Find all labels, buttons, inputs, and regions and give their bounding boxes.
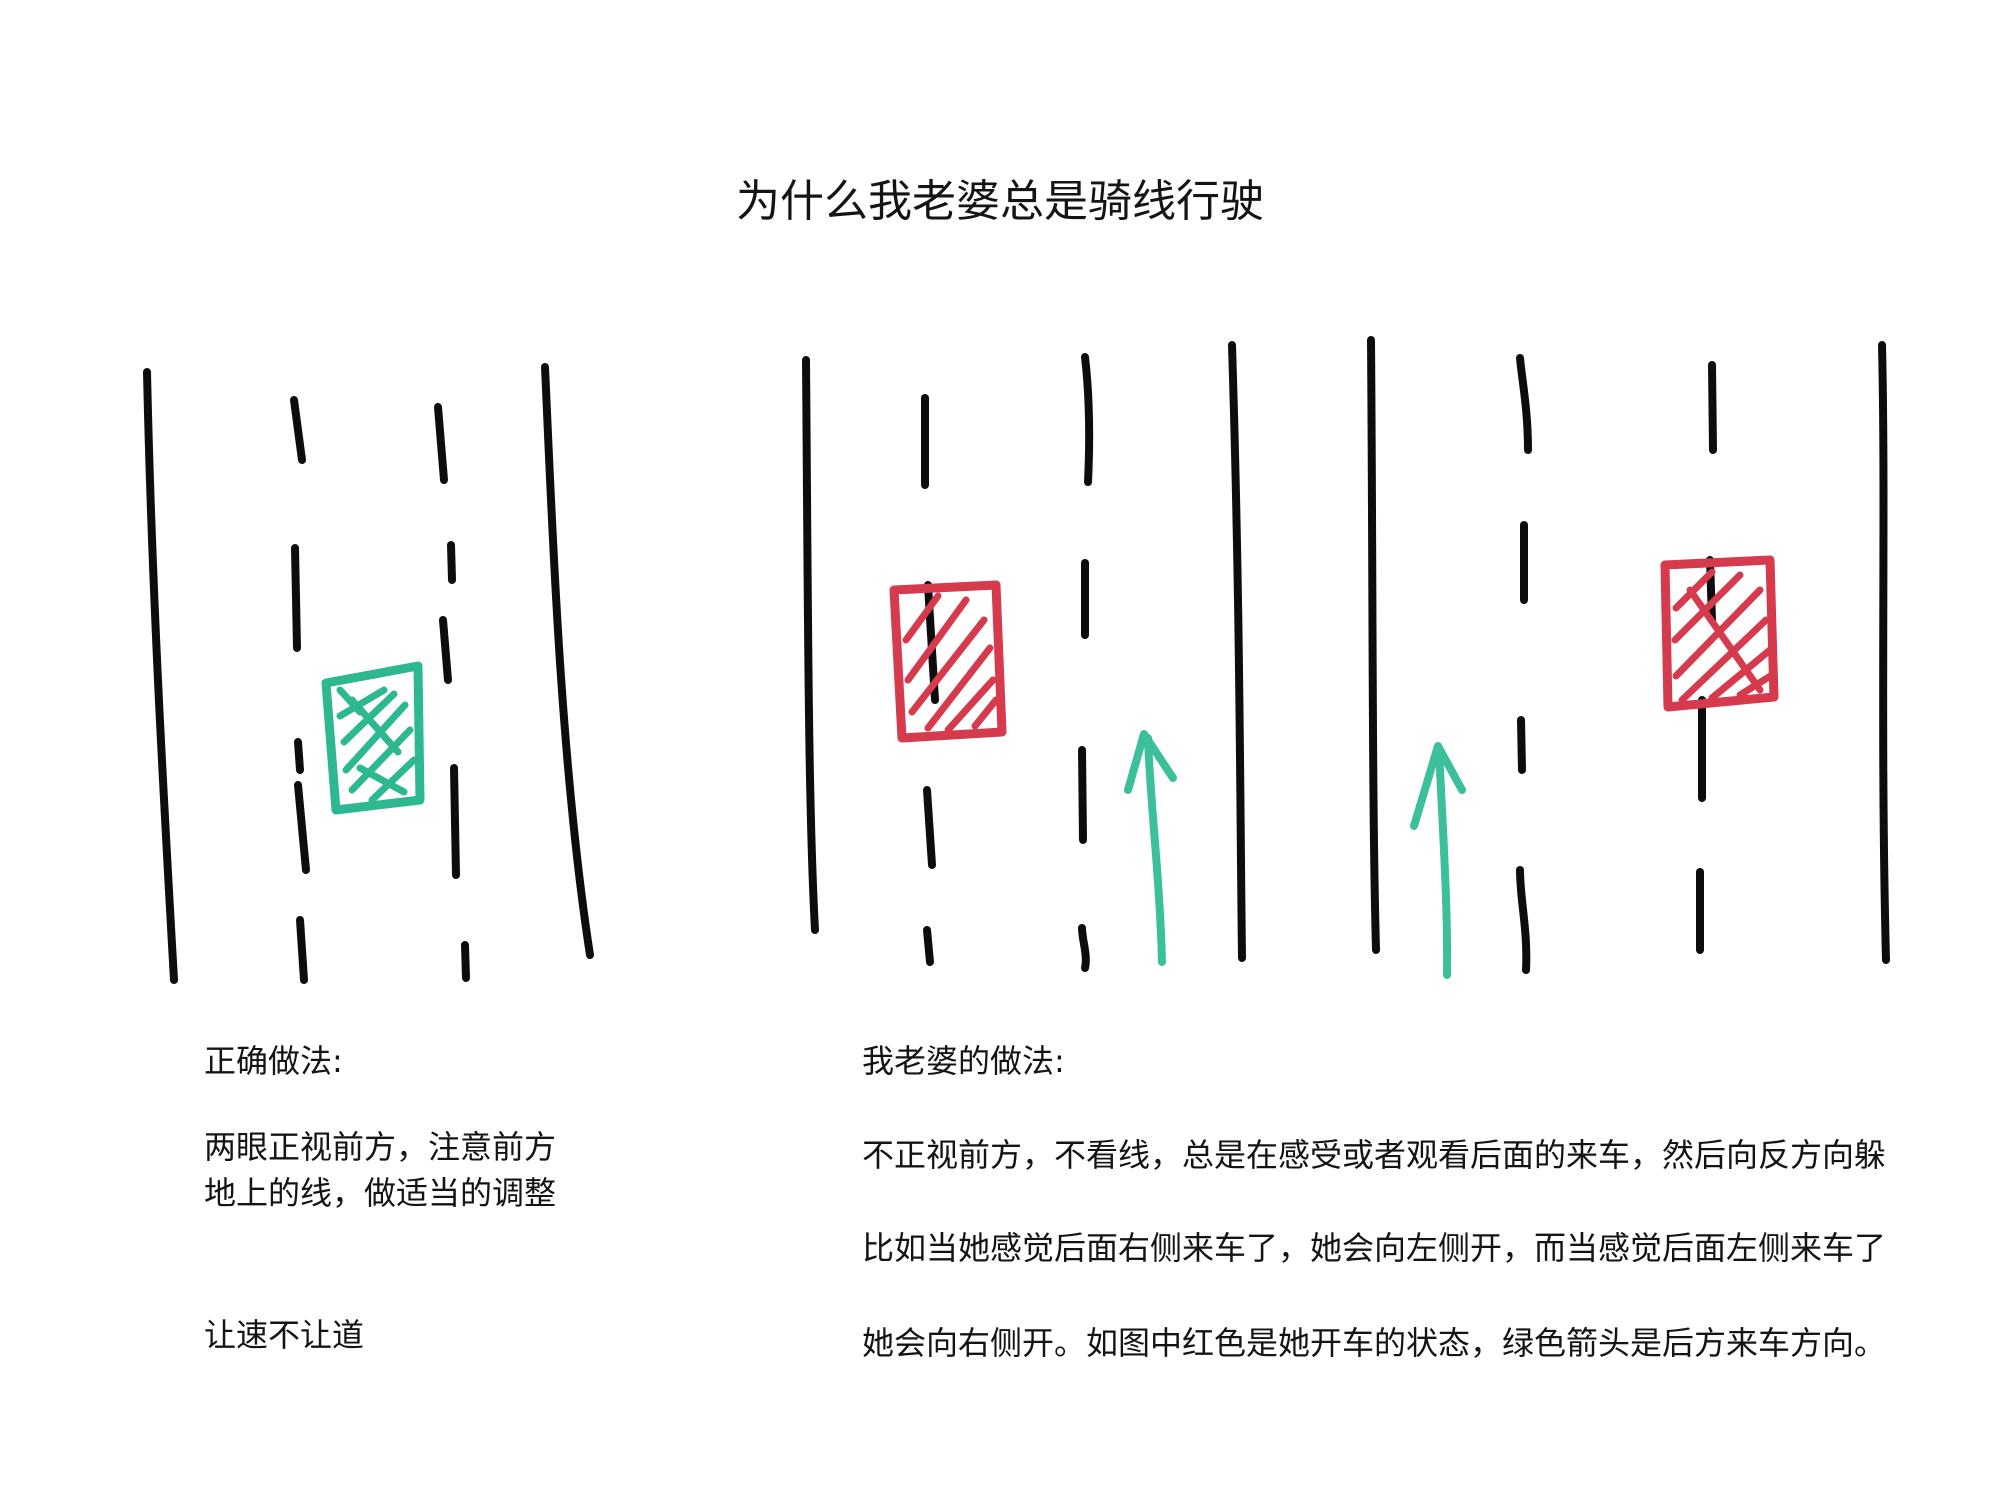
- green-car-icon: [321, 661, 425, 815]
- correct-method-body: 两眼正视前方，注意前方地上的线，做适当的调整: [204, 1128, 557, 1212]
- correct-method-tip: 让速不让道: [204, 1316, 365, 1354]
- road-edge-left: [143, 368, 178, 984]
- lane-divider-dashed: [290, 396, 310, 984]
- wife-method-heading: 我老婆的做法:: [862, 1042, 1065, 1080]
- panel-wife-left: [802, 341, 1246, 972]
- wife-method-line: 她会向右侧开。如图中红色是她开车的状态，绿色箭头是后方来车方向。: [862, 1324, 1887, 1362]
- road-edge-left: [1367, 336, 1380, 954]
- red-car-icon: [1660, 555, 1779, 712]
- panel-correct: [143, 363, 594, 984]
- road-edge-right: [1228, 341, 1246, 962]
- wife-method-line: 不正视前方，不看线，总是在感受或者观看后面的来车，然后向反方向躲: [862, 1136, 1887, 1174]
- correct-method-heading: 正确做法:: [204, 1042, 343, 1080]
- page-title: 为什么我老婆总是骑线行驶: [736, 176, 1264, 227]
- lane-divider-dashed: [1078, 353, 1094, 972]
- road-edge-right: [541, 363, 594, 959]
- red-car-icon: [889, 580, 1007, 743]
- lane-divider-dashed: [1696, 361, 1717, 954]
- arrow-up-icon: [1124, 730, 1177, 966]
- arrow-up-icon: [1410, 742, 1466, 979]
- lane-divider-dashed: [434, 403, 470, 982]
- wife-method-line: 比如当她感觉后面右侧来车了，她会向左侧开，而当感觉后面左侧来车了: [862, 1229, 1887, 1267]
- lane-divider-dashed: [1516, 354, 1532, 974]
- road-edge-left: [802, 356, 819, 934]
- road-edge-right: [1878, 341, 1890, 964]
